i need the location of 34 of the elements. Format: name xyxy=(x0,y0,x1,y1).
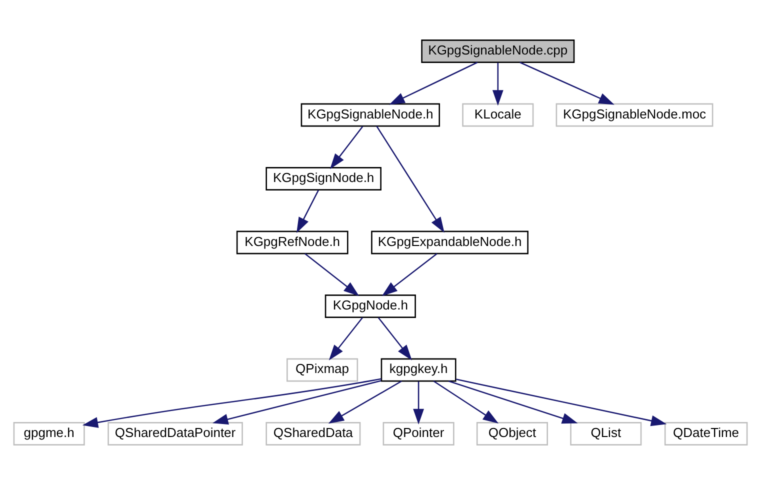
node-box: KGpgRefNode.h xyxy=(236,230,348,254)
node-box: KGpgSignableNode.moc xyxy=(556,103,714,127)
arrow xyxy=(520,62,614,105)
arrow xyxy=(296,190,319,234)
arrow xyxy=(378,317,412,360)
node-box: KGpgSignableNode.cpp xyxy=(421,40,575,63)
arrow xyxy=(328,380,402,424)
arrow xyxy=(82,378,382,428)
node-box: QSharedData xyxy=(266,422,361,446)
arrow xyxy=(413,381,424,424)
node-box: KGpgSignNode.h xyxy=(266,167,382,190)
node-box: QDateTime xyxy=(664,422,748,446)
arrow xyxy=(433,380,499,424)
arrow xyxy=(376,126,444,233)
arrow xyxy=(492,62,504,106)
node-box: KLocale xyxy=(462,103,534,127)
arrow xyxy=(389,62,478,105)
node-box: QSharedDataPointer xyxy=(108,422,243,446)
arrow xyxy=(382,253,438,296)
arrow xyxy=(328,317,363,360)
node-box: KGpgSignableNode.h xyxy=(300,103,440,127)
node-box: QPointer xyxy=(382,422,454,446)
arrow xyxy=(304,253,360,296)
arrow xyxy=(330,126,364,170)
arrow xyxy=(456,378,667,426)
node-box: QPixmap xyxy=(286,358,358,382)
node-box: KGpgNode.h xyxy=(324,294,416,318)
node-box: kgpgkey.h xyxy=(380,358,456,382)
node-box: QList xyxy=(570,422,642,446)
node-box: gpgme.h xyxy=(13,422,85,446)
node-box: KGpgExpandableNode.h xyxy=(371,230,528,254)
arrow xyxy=(212,380,382,425)
node-box: QObject xyxy=(476,422,548,446)
arrow xyxy=(448,380,578,424)
